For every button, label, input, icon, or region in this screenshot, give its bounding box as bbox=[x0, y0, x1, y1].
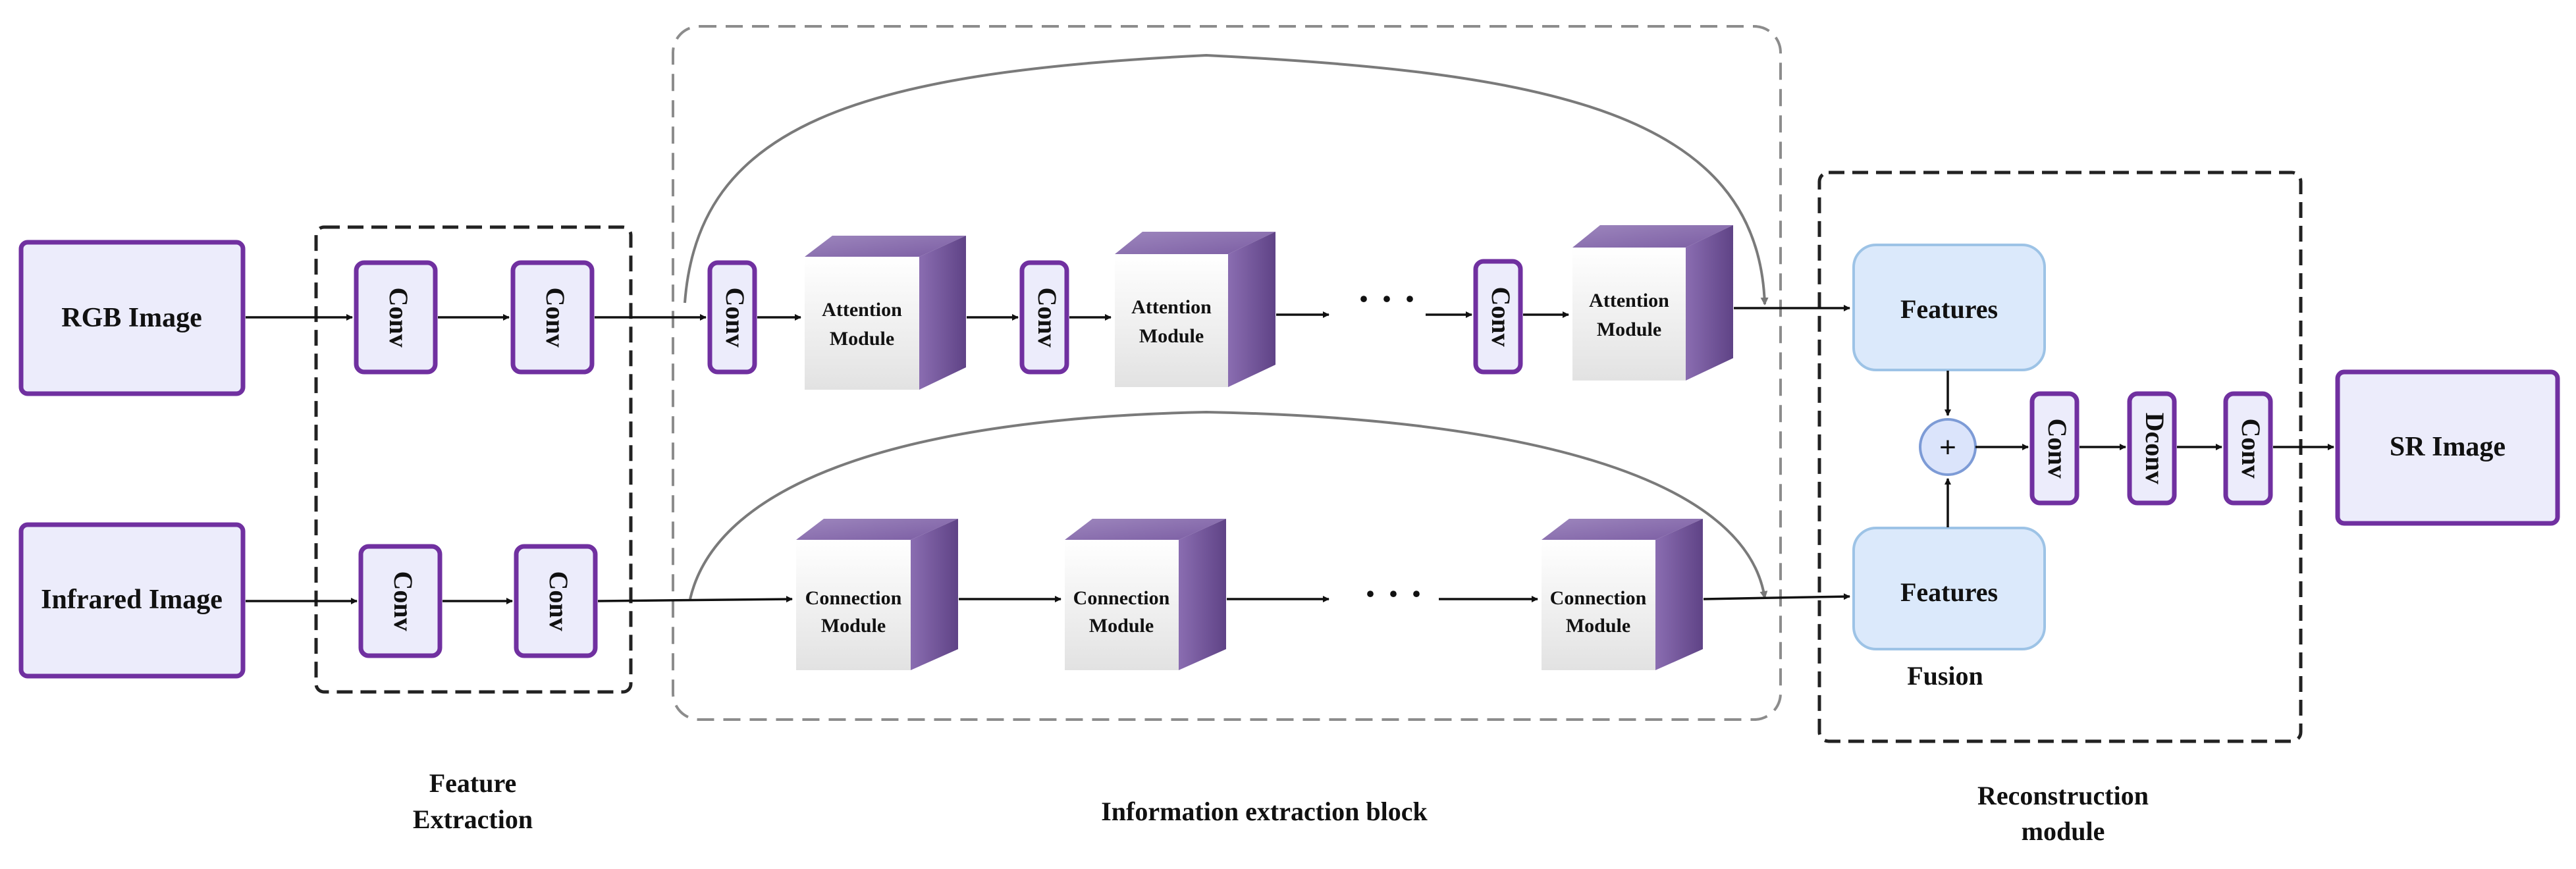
conv-label: Conv bbox=[544, 571, 574, 631]
connection-skip-arc bbox=[689, 410, 1768, 600]
information-extraction-frame bbox=[672, 25, 1782, 721]
attention-module-1: Attention Module bbox=[805, 236, 966, 390]
sum-node: + bbox=[1919, 418, 1977, 476]
rc-dconv: Dconv bbox=[2127, 391, 2177, 506]
attention-label-line1: Attention bbox=[1131, 296, 1212, 318]
conv-label: Conv bbox=[2043, 418, 2072, 478]
sr-image-box: SR Image bbox=[2335, 369, 2560, 526]
attention-label-line1: Attention bbox=[1589, 290, 1669, 311]
reconstruction-caption-line1: Reconstruction bbox=[1977, 781, 2149, 810]
information-extraction-caption: Information extraction block bbox=[1101, 797, 1428, 826]
attention-label-line1: Attention bbox=[822, 299, 902, 321]
sr-image-label: SR Image bbox=[2390, 432, 2506, 462]
attention-label-line2: Module bbox=[1597, 319, 1661, 340]
connection-label-line2: Module bbox=[1089, 615, 1154, 637]
features-top-box: Features bbox=[1852, 244, 2046, 371]
connectors bbox=[246, 305, 2334, 604]
fe-rgb-conv-2: Conv bbox=[510, 260, 595, 375]
plus-sign: + bbox=[1939, 431, 1956, 463]
connection-module-1: Connection Module bbox=[796, 519, 958, 670]
rgb-image-box: RGB Image bbox=[18, 240, 246, 396]
connection-module-2: Connection Module bbox=[1065, 519, 1226, 670]
features-top-label: Features bbox=[1900, 294, 1998, 324]
infrared-image-label: Infrared Image bbox=[41, 585, 223, 615]
rc-conv-2: Conv bbox=[2223, 391, 2273, 506]
infrared-image-box: Infrared Image bbox=[18, 522, 246, 679]
arrow bbox=[1703, 593, 1850, 600]
ie-conv-1: Conv bbox=[707, 260, 757, 375]
connection-label-line2: Module bbox=[1566, 615, 1630, 637]
reconstruction-caption-line2: module bbox=[2022, 816, 2105, 846]
connection-module-3: Connection Module bbox=[1542, 519, 1703, 670]
conv-label: Conv bbox=[1486, 286, 1516, 346]
connection-ellipsis: · · · bbox=[1364, 572, 1423, 616]
conv-label: Conv bbox=[541, 287, 570, 347]
connection-label-line1: Connection bbox=[1073, 587, 1170, 609]
conv-label: Conv bbox=[2236, 418, 2266, 478]
connection-label-line1: Connection bbox=[805, 587, 902, 609]
connection-label-line2: Module bbox=[821, 615, 886, 637]
rgb-image-label: RGB Image bbox=[61, 303, 202, 333]
rc-conv-1: Conv bbox=[2029, 391, 2080, 506]
feature-extraction-frame bbox=[314, 225, 633, 694]
feature-extraction-caption-line1: Feature bbox=[429, 768, 517, 798]
feature-extraction-caption-line2: Extraction bbox=[413, 804, 533, 834]
fusion-label: Fusion bbox=[1907, 661, 1983, 691]
features-bottom-box: Features bbox=[1852, 527, 2046, 650]
arrow bbox=[597, 596, 793, 603]
fe-ir-conv-1: Conv bbox=[358, 544, 443, 658]
conv-label: Conv bbox=[720, 287, 750, 347]
attention-label-line2: Module bbox=[1139, 325, 1204, 347]
fe-rgb-conv-1: Conv bbox=[354, 260, 438, 375]
attention-module-3: Attention Module bbox=[1572, 225, 1733, 381]
conv-label: Conv bbox=[1033, 287, 1062, 347]
attention-label-line2: Module bbox=[830, 328, 894, 350]
attention-module-2: Attention Module bbox=[1115, 232, 1275, 387]
attention-skip-arc bbox=[684, 53, 1769, 305]
attention-ellipsis: · · · bbox=[1357, 277, 1416, 321]
dconv-label: Dconv bbox=[2140, 413, 2170, 485]
features-bottom-label: Features bbox=[1900, 577, 1998, 607]
ie-conv-2: Conv bbox=[1019, 260, 1069, 375]
ie-conv-3: Conv bbox=[1473, 259, 1523, 375]
fe-ir-conv-2: Conv bbox=[514, 544, 598, 658]
conv-label: Conv bbox=[389, 571, 418, 631]
conv-label: Conv bbox=[384, 287, 414, 347]
connection-label-line1: Connection bbox=[1550, 587, 1647, 609]
